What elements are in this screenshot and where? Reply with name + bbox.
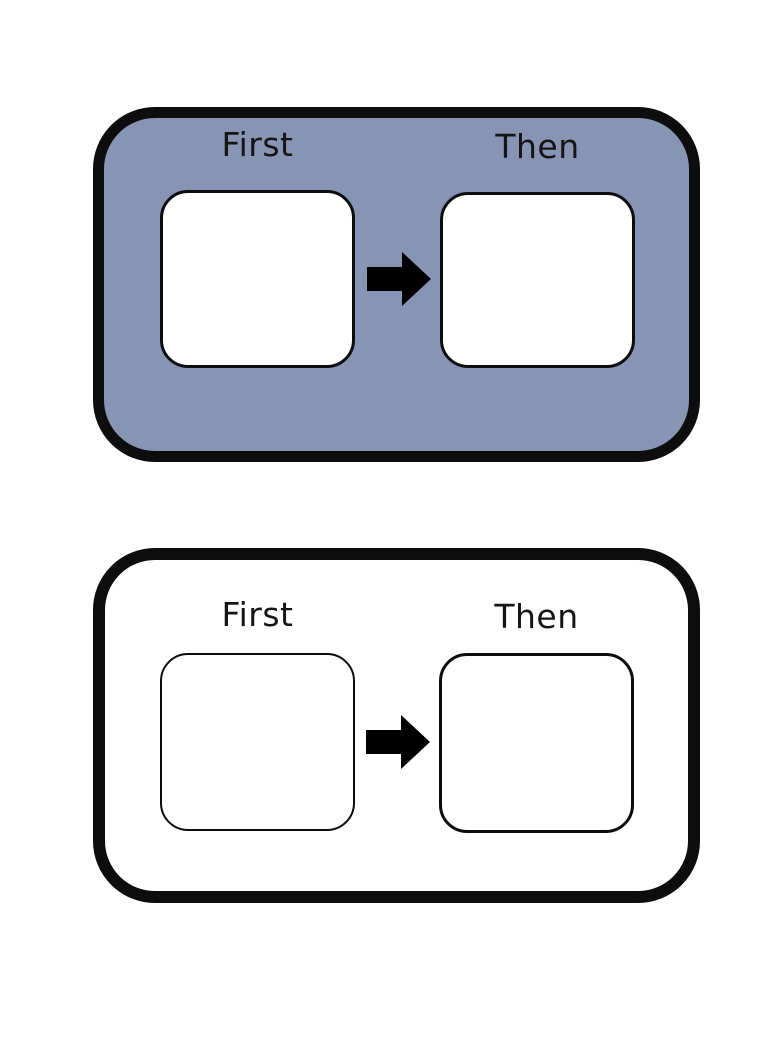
first-then-board-white: First Then bbox=[93, 548, 700, 903]
arrow-right-icon bbox=[366, 713, 432, 771]
then-slot bbox=[440, 192, 635, 368]
first-slot bbox=[160, 190, 355, 368]
then-label: Then bbox=[495, 127, 580, 166]
then-slot bbox=[439, 653, 634, 833]
then-label: Then bbox=[494, 597, 579, 636]
arrow-right-icon bbox=[367, 250, 433, 308]
first-label: First bbox=[221, 595, 294, 634]
first-label: First bbox=[221, 125, 294, 164]
first-slot bbox=[160, 653, 355, 831]
first-then-board-blue: First Then bbox=[93, 107, 700, 462]
